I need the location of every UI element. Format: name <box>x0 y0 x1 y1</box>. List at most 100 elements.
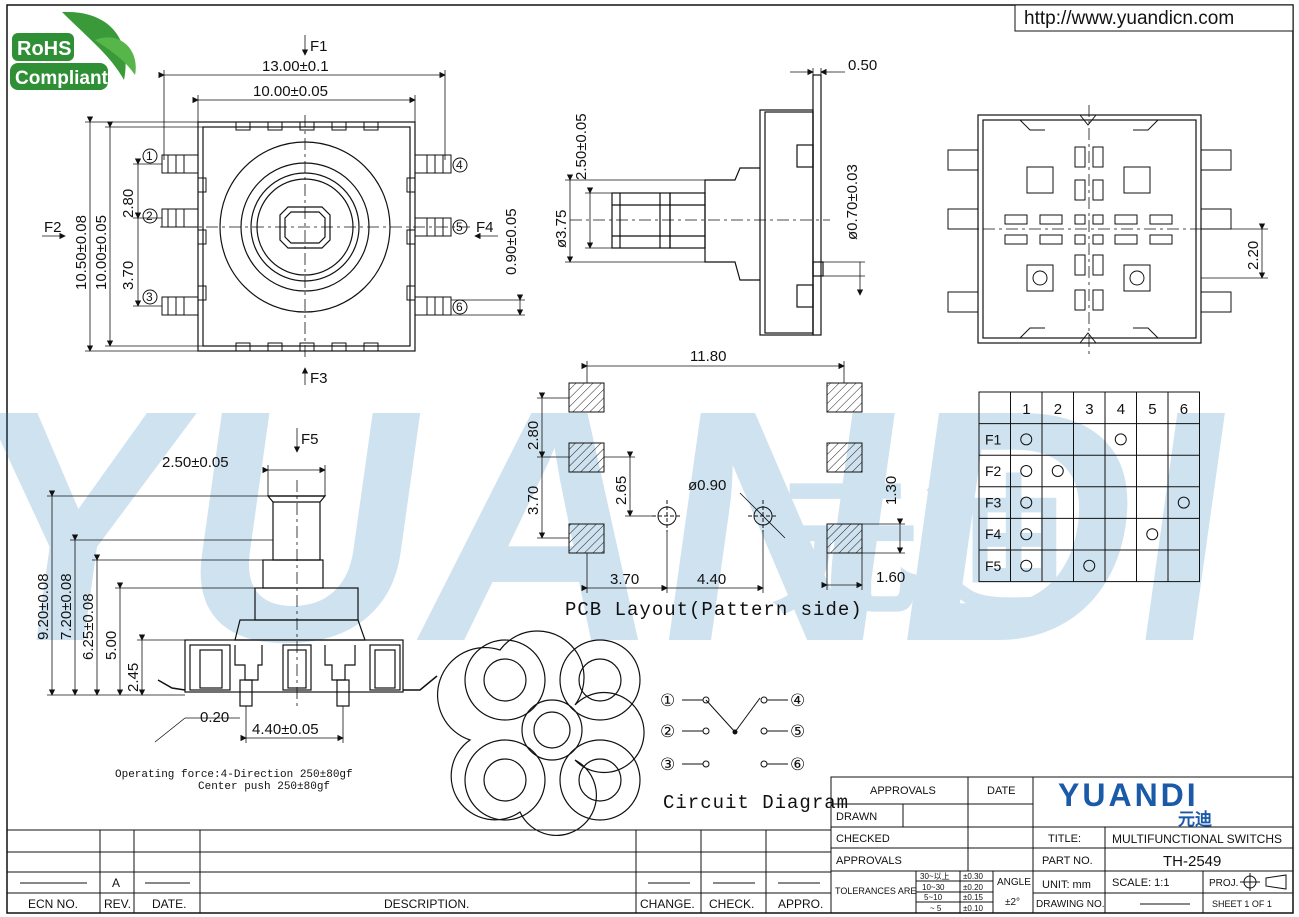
svg-text:F2: F2 <box>44 219 62 236</box>
svg-text:CHECKED: CHECKED <box>836 833 890 845</box>
svg-text:4: 4 <box>456 158 463 172</box>
svg-text:±0.15: ±0.15 <box>963 893 984 902</box>
svg-text:DRAWN: DRAWN <box>836 811 877 823</box>
contact-mark <box>1114 433 1127 446</box>
truth-table-header: 3 <box>1085 401 1093 418</box>
side-view-right-labels: 0.50 2.50±0.05 ø3.75 ø0.70±0.03 <box>553 57 877 248</box>
svg-text:3.70: 3.70 <box>610 571 639 588</box>
svg-text:F3: F3 <box>310 370 328 387</box>
leaf-icon <box>62 11 126 81</box>
pcb-layout-labels: 11.80 2.80 3.70 2.65 ø0.90 3.70 4.40 1.3… <box>525 348 905 621</box>
svg-text:APPROVALS: APPROVALS <box>836 855 902 867</box>
svg-text:30~以上: 30~以上 <box>920 872 950 881</box>
svg-text:2.80: 2.80 <box>525 421 542 450</box>
top-view <box>42 35 525 385</box>
svg-text:F5: F5 <box>301 431 319 448</box>
svg-text:CHECK.: CHECK. <box>709 897 754 911</box>
svg-text:TH-2549: TH-2549 <box>1163 853 1221 870</box>
truth-table-header: 5 <box>1148 401 1156 418</box>
svg-text:DATE: DATE <box>987 785 1016 797</box>
svg-text:1.30: 1.30 <box>883 476 900 505</box>
svg-text:⑤: ⑤ <box>790 722 805 741</box>
contact-mark <box>1177 496 1190 509</box>
svg-text:DRAWING NO.: DRAWING NO. <box>1036 899 1105 910</box>
actuator-shape <box>437 630 645 836</box>
svg-text:Compliant: Compliant <box>15 68 109 89</box>
truth-table-row-label: F5 <box>985 558 1002 574</box>
revision-block <box>7 829 831 913</box>
svg-text:5~10: 5~10 <box>924 893 943 902</box>
svg-text:10.00±0.05: 10.00±0.05 <box>93 215 110 290</box>
title-block <box>830 776 1294 914</box>
svg-text:TITLE:: TITLE: <box>1048 833 1081 845</box>
svg-text:③: ③ <box>660 755 675 774</box>
pin-labels: 1 2 3 4 5 6 <box>142 148 468 315</box>
side-view-bottom-labels: F5 2.50±0.05 9.20±0.08 7.20±0.08 6.25±0.… <box>35 431 319 738</box>
pcb-layout-title: PCB Layout(Pattern side) <box>565 599 863 621</box>
watermark: YUANDI 元迪 <box>0 342 1257 710</box>
svg-text:ANGLE: ANGLE <box>997 877 1031 888</box>
svg-text:1.60: 1.60 <box>876 569 905 586</box>
svg-text:3.70: 3.70 <box>525 486 542 515</box>
svg-text:①: ① <box>660 691 675 710</box>
contact-mark <box>1146 528 1159 541</box>
svg-text:DATE.: DATE. <box>152 897 186 911</box>
truth-table-header: 4 <box>1117 401 1125 418</box>
truth-table-header: 1 <box>1022 401 1030 418</box>
contact-mark <box>1020 465 1033 477</box>
operating-force-note: Operating force:4-Direction 250±80gf Cen… <box>115 769 353 793</box>
pcb-layout <box>537 361 905 593</box>
svg-text:9.20±0.08: 9.20±0.08 <box>35 573 52 640</box>
truth-table-row-label: F3 <box>985 495 1002 511</box>
svg-text:DESCRIPTION.: DESCRIPTION. <box>384 897 469 911</box>
watermark-latin: YUANDI <box>0 342 1257 710</box>
svg-text:PROJ.: PROJ. <box>1209 878 1238 889</box>
svg-text:ø3.75: ø3.75 <box>553 210 570 248</box>
rohs-badge: RoHS Compliant <box>10 11 136 90</box>
svg-text:Operating force:4-Direction 25: Operating force:4-Direction 250±80gf <box>115 769 353 781</box>
svg-text:±2°: ±2° <box>1005 897 1020 908</box>
svg-text:CHANGE.: CHANGE. <box>640 897 695 911</box>
svg-text:6: 6 <box>456 300 463 314</box>
svg-text:10.50±0.08: 10.50±0.08 <box>73 215 90 290</box>
truth-table-header: 6 <box>1180 401 1188 418</box>
svg-text:±0.20: ±0.20 <box>963 883 984 892</box>
svg-text:RoHS: RoHS <box>17 38 71 60</box>
svg-text:A: A <box>112 876 120 890</box>
svg-text:6.25±0.08: 6.25±0.08 <box>80 593 97 660</box>
svg-text:TOLERANCES ARE: TOLERANCES ARE <box>835 886 916 896</box>
svg-text:ECN NO.: ECN NO. <box>28 897 78 911</box>
svg-text:②: ② <box>660 722 675 741</box>
svg-text:±0.10: ±0.10 <box>963 904 984 913</box>
svg-text:2.50±0.05: 2.50±0.05 <box>162 454 229 471</box>
svg-text:⑥: ⑥ <box>790 755 805 774</box>
svg-text:4.40±0.05: 4.40±0.05 <box>252 721 319 738</box>
svg-text:APPRO.: APPRO. <box>778 897 823 911</box>
truth-table-header: 2 <box>1054 401 1062 418</box>
circuit-title: Circuit Diagram <box>663 792 849 814</box>
truth-table-row-label: F4 <box>985 526 1002 542</box>
svg-text:ø0.90: ø0.90 <box>688 477 726 494</box>
title-block-labels: APPROVALS DATE DRAWN CHECKED APPROVALS T… <box>835 777 1282 913</box>
svg-text:F1: F1 <box>310 38 328 55</box>
svg-text:4.40: 4.40 <box>697 571 726 588</box>
header-url: http://www.yuandicn.com <box>1024 8 1234 29</box>
svg-text:UNIT: mm: UNIT: mm <box>1042 879 1091 891</box>
svg-text:3: 3 <box>146 290 153 304</box>
svg-text:SCALE: 1:1: SCALE: 1:1 <box>1112 877 1169 889</box>
svg-text:5: 5 <box>456 220 463 234</box>
svg-text:MULTIFUNCTIONAL SWITCHS: MULTIFUNCTIONAL SWITCHS <box>1112 832 1282 846</box>
svg-text:~ 5: ~ 5 <box>930 904 942 913</box>
side-view-right <box>565 68 865 336</box>
bottom-view-offset: 2.20 <box>1245 241 1262 270</box>
svg-text:±0.30: ±0.30 <box>963 872 984 881</box>
contact-mark <box>1083 559 1096 572</box>
svg-text:2: 2 <box>146 209 153 223</box>
svg-text:ø0.70±0.03: ø0.70±0.03 <box>844 164 861 240</box>
svg-text:2.50±0.05: 2.50±0.05 <box>573 113 590 180</box>
svg-text:2.65: 2.65 <box>613 476 630 505</box>
svg-text:0.50: 0.50 <box>848 57 877 74</box>
svg-text:7.20±0.08: 7.20±0.08 <box>58 573 75 640</box>
